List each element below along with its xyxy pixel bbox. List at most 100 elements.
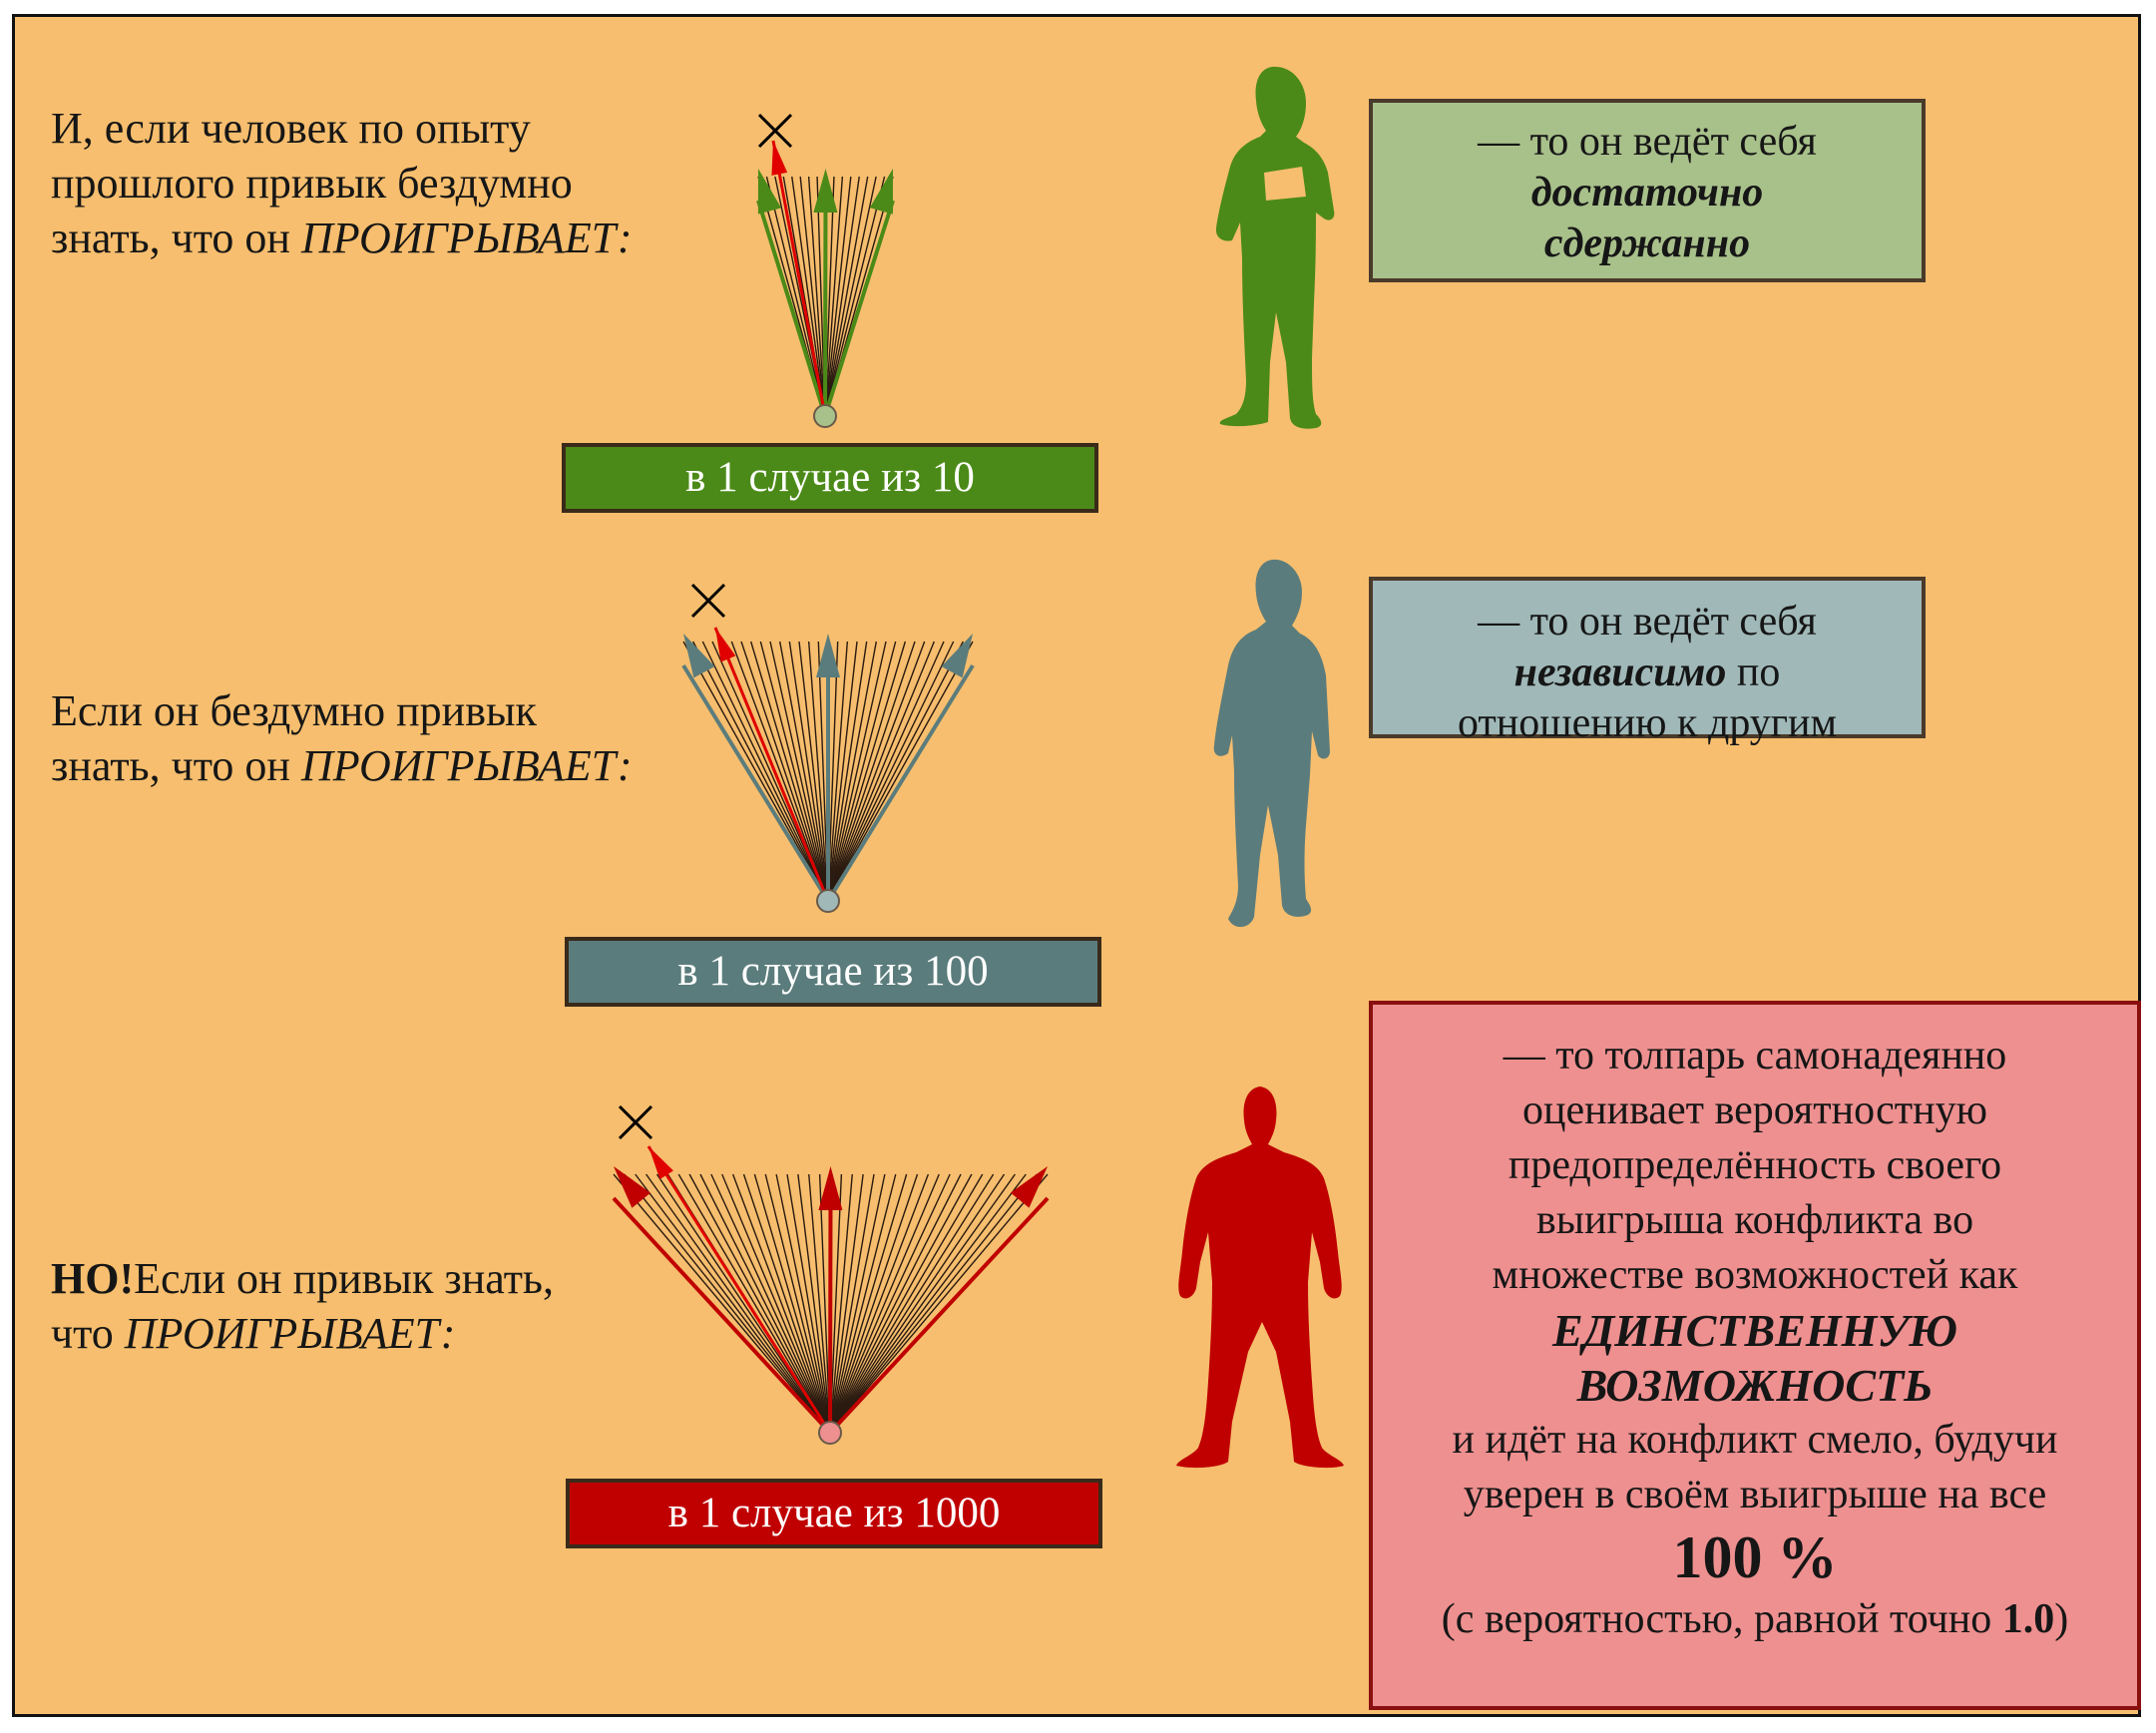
row1-quote-bold1: достаточно bbox=[1530, 170, 1764, 216]
fan-arrowhead-left bbox=[683, 634, 715, 678]
row3-lead-line1-rest: Если он привык знать, bbox=[134, 1254, 554, 1303]
fan-thin-ray bbox=[827, 641, 858, 902]
fan-thin-ray bbox=[829, 1173, 886, 1434]
row3-quote-percent: 100 % bbox=[1672, 1524, 1838, 1590]
row3-quote-line4: выигрыша конфликта во bbox=[1535, 1197, 1974, 1243]
fan-main-arrow-center bbox=[828, 1197, 833, 1434]
fan-thin-ray bbox=[827, 641, 974, 902]
fan-thin-ray bbox=[829, 1173, 1038, 1434]
fan-thin-ray bbox=[682, 641, 829, 902]
row1-quote-bold2: сдержанно bbox=[1543, 220, 1751, 266]
row2-quote-line2: независимо по bbox=[1373, 648, 1922, 698]
row1-quote-line1: то он ведёт себя bbox=[1529, 119, 1817, 165]
row2-lead-line2-plain: знать, что он bbox=[51, 741, 301, 790]
fan-thin-ray bbox=[827, 641, 945, 902]
fan-thin-ray bbox=[807, 176, 826, 417]
row1-quote-line1-wrap: — то он ведёт себя bbox=[1373, 117, 1922, 168]
row1-arrow-fan-icon bbox=[756, 113, 895, 428]
row2-quote-line1: то он ведёт себя bbox=[1529, 599, 1817, 645]
fan-origin-dot bbox=[818, 1421, 842, 1445]
fan-thin-ray bbox=[677, 1173, 831, 1434]
row3-quote-dash: — bbox=[1503, 1033, 1545, 1079]
fan-red-ray bbox=[771, 140, 827, 417]
fan-red-ray bbox=[713, 627, 830, 902]
fan-thin-ray bbox=[646, 1173, 831, 1434]
row1-lead-line2: прошлого привык бездумно bbox=[51, 159, 573, 208]
row3-quote-bold2: ВОЗМОЖНОСТЬ bbox=[1576, 1360, 1934, 1411]
row3-lead-line2-plain: что bbox=[51, 1309, 125, 1358]
fan-thin-ray bbox=[824, 176, 860, 417]
fan-thin-ray bbox=[799, 176, 826, 417]
row3-quote-last-plain: (с вероятностью, равной точно bbox=[1441, 1596, 2002, 1642]
fan-thin-ray bbox=[710, 1173, 831, 1434]
fan-thin-ray bbox=[829, 1173, 919, 1434]
fan-arrowhead-center bbox=[818, 1166, 843, 1211]
fan-thin-ray bbox=[829, 1173, 951, 1434]
fan-thin-ray bbox=[759, 641, 829, 902]
row3-quote-line1: то толпарь самонадеянно bbox=[1555, 1033, 2007, 1079]
fan-thin-ray bbox=[753, 1173, 831, 1434]
row2-quote-bold: независимо bbox=[1513, 650, 1727, 695]
row1-case-label: в 1 случае из 10 bbox=[685, 454, 975, 501]
fan-thin-ray bbox=[775, 1173, 831, 1434]
fan-thin-ray bbox=[778, 641, 829, 902]
fan-thin-ray bbox=[824, 176, 869, 417]
fan-red-ray bbox=[647, 1145, 832, 1434]
fan-arrowhead-center bbox=[816, 634, 840, 677]
row2-quote-line3: отношению к другим bbox=[1457, 700, 1838, 746]
row2-lead-line2: знать, что он ПРОИГРЫВАЕТ: bbox=[51, 738, 633, 793]
fan-main-arrow-right bbox=[823, 200, 895, 417]
fan-thin-ray bbox=[829, 1173, 1016, 1434]
fan-main-arrow-center bbox=[823, 200, 828, 417]
row2-lead-text: Если он бездумно привык знать, что он ПР… bbox=[51, 683, 633, 793]
fan-red-arrowhead bbox=[648, 1146, 673, 1179]
fan-thin-ray bbox=[824, 176, 844, 417]
fan-thin-ray bbox=[829, 1173, 1049, 1434]
fan-thin-ray bbox=[829, 1173, 1027, 1434]
fan-thin-ray bbox=[764, 1173, 831, 1434]
row3-case-bar: в 1 случае из 1000 bbox=[566, 1479, 1102, 1548]
row1-lead-line3-italic: ПРОИГРЫВАЕТ: bbox=[300, 214, 633, 262]
row3-lead-line1: НО!Если он привык знать, bbox=[51, 1251, 554, 1306]
fan-thin-ray bbox=[829, 1173, 853, 1434]
row1-quote-dash: — bbox=[1478, 119, 1520, 165]
row3-lead-line2: что ПРОИГРЫВАЕТ: bbox=[51, 1306, 554, 1361]
fan-thin-ray bbox=[829, 1173, 1006, 1434]
fan-thin-ray bbox=[827, 641, 926, 902]
row1-lead-line3: знать, что он ПРОИГРЫВАЕТ: bbox=[51, 211, 633, 265]
fan-thin-ray bbox=[827, 641, 916, 902]
fan-thin-ray bbox=[827, 641, 955, 902]
row3-quote-line3: предопределённость своего bbox=[1508, 1142, 2002, 1188]
cross-icon-stroke-b bbox=[757, 113, 793, 149]
row1-lead-text: И, если человек по опыту прошлого привык… bbox=[51, 101, 633, 265]
row3-quote-line0: — то толпарь самонадеянно bbox=[1373, 1029, 2137, 1083]
fan-thin-ray bbox=[827, 641, 964, 902]
row3-quote-last-line: (с вероятностью, равной точно 1.0) bbox=[1373, 1592, 2137, 1647]
fan-thin-ray bbox=[827, 641, 878, 902]
fan-arrowhead-center bbox=[813, 169, 838, 214]
cross-icon-stroke-b bbox=[690, 583, 726, 619]
fan-thin-ray bbox=[740, 641, 829, 902]
fan-thin-ray bbox=[635, 1173, 831, 1434]
fan-thin-ray bbox=[829, 1173, 875, 1434]
fan-thin-ray bbox=[827, 641, 868, 902]
row3-quote-box: — то толпарь самонадеянно оценивает веро… bbox=[1369, 1001, 2141, 1710]
row3-quote-line5: множестве возможностей как bbox=[1492, 1252, 2018, 1298]
row1-standing-man-silhouette-icon bbox=[1215, 66, 1335, 429]
fan-main-arrow-left bbox=[756, 200, 827, 417]
row2-quote-line1-wrap: — то он ведёт себя bbox=[1373, 597, 1922, 648]
row2-case-bar: в 1 случае из 100 bbox=[565, 937, 1101, 1007]
row2-quote-box: — то он ведёт себя независимо по отношен… bbox=[1369, 577, 1926, 746]
fan-thin-ray bbox=[742, 1173, 831, 1434]
fan-arrowhead-right bbox=[941, 634, 973, 678]
fan-main-arrow-left bbox=[612, 1196, 832, 1435]
row2-lead-line1: Если он бездумно привык bbox=[51, 686, 537, 735]
row2-arrow-fan-icon bbox=[681, 583, 975, 913]
fan-thin-ray bbox=[765, 176, 826, 417]
fan-arrowhead-left bbox=[614, 1166, 651, 1208]
fan-thin-ray bbox=[798, 641, 829, 902]
row1-lead-line3-plain: знать, что он bbox=[51, 214, 301, 262]
fan-thin-ray bbox=[827, 641, 897, 902]
fan-main-arrow-right bbox=[828, 1196, 1050, 1435]
row3-quote-last-bold: 1.0 bbox=[2001, 1596, 2055, 1642]
